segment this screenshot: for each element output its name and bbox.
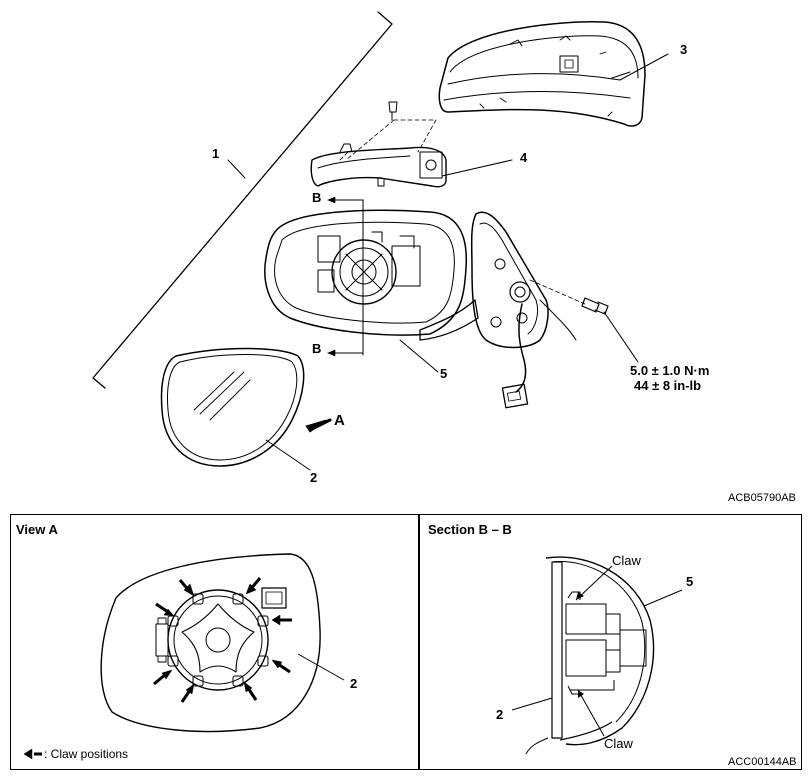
view-a-panel [10, 514, 420, 770]
turn-lamp [310, 146, 447, 188]
claw-legend: : Claw positions [44, 747, 129, 761]
torque-inlb: 44 ± 8 in-lb [634, 378, 702, 393]
label-2: 2 [310, 470, 318, 485]
section-b-bottom: B [312, 341, 322, 356]
section-b-top: B [312, 190, 322, 205]
figure-code-top: ACB05790AB [728, 492, 796, 504]
section-bb-panel [418, 514, 802, 770]
section-label-5: 5 [686, 574, 694, 589]
view-a-label: A [334, 412, 345, 429]
view-a-title: View A [16, 522, 58, 537]
label-1: 1 [212, 146, 220, 161]
section-bb-title: Section B – B [428, 522, 512, 537]
section-label-2: 2 [496, 707, 504, 722]
mirror-actuator [331, 239, 397, 305]
label-5: 5 [440, 366, 448, 381]
label-3: 3 [680, 42, 688, 57]
mirror-base [470, 211, 549, 349]
claw-top-label: Claw [612, 553, 641, 568]
mirror-cover [438, 21, 646, 127]
label-4: 4 [520, 150, 528, 165]
figure-code-bottom: ACC00144AB [728, 756, 797, 768]
small-screw [388, 101, 398, 113]
item1-bracket [92, 11, 393, 389]
mirror-housing [264, 209, 468, 336]
item1-leader [227, 159, 246, 179]
torque-nm: 5.0 ± 1.0 N·m [630, 363, 710, 378]
mounting-bolt [581, 297, 600, 313]
claw-bottom-label: Claw [604, 736, 633, 751]
view-a-part-label: 2 [350, 676, 358, 691]
wire-harness [515, 303, 527, 393]
exploded-view-drawing [92, 11, 669, 471]
mirror-glass [160, 347, 305, 467]
